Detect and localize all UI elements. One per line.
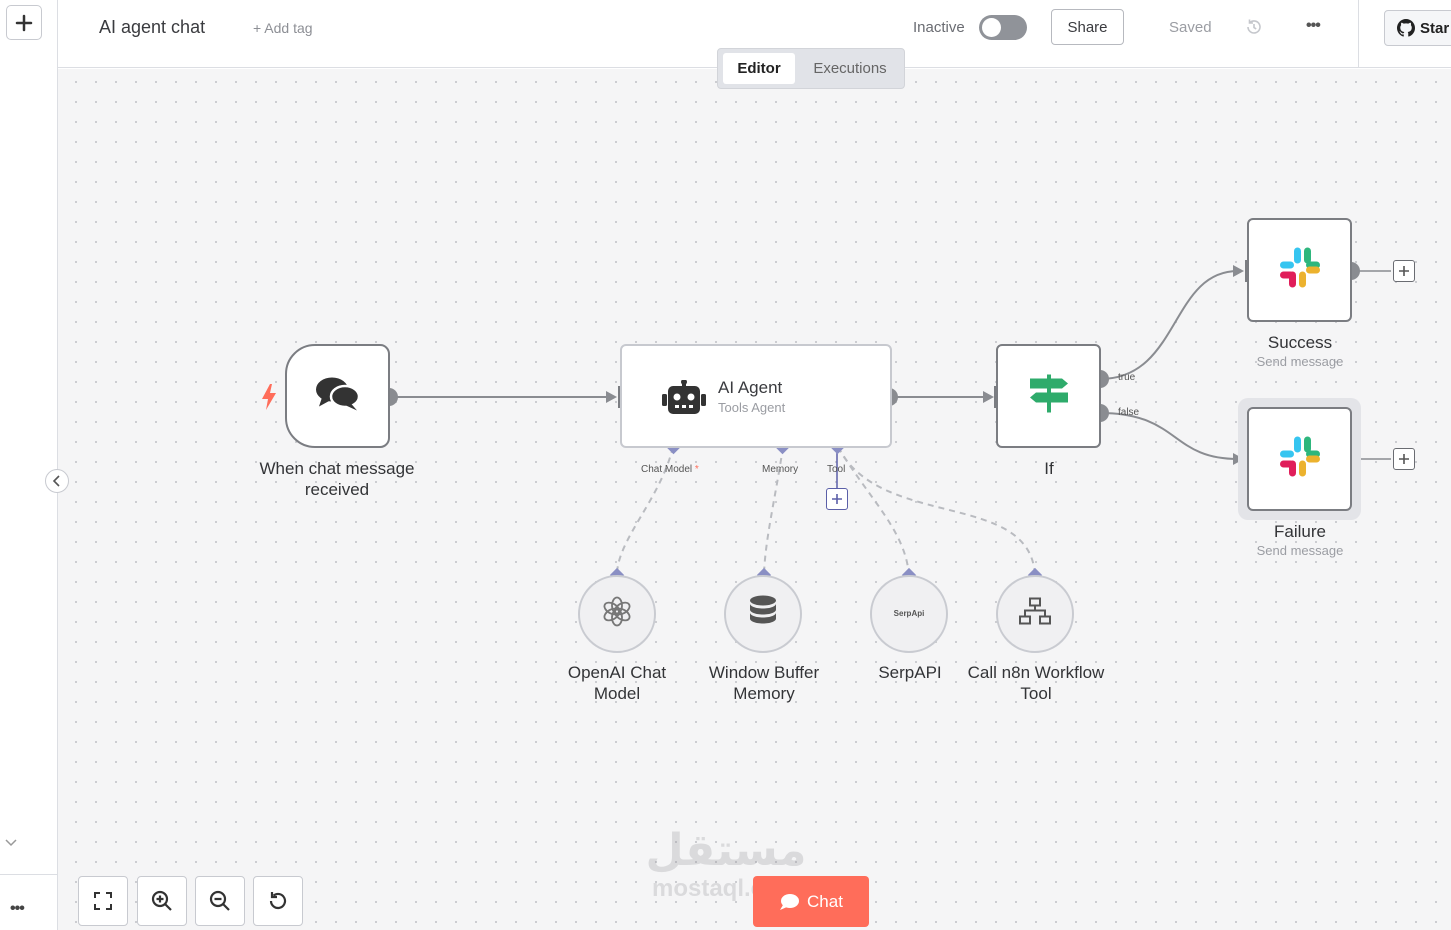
- status-label: Inactive: [913, 19, 965, 36]
- chat-bubble-icon: [780, 893, 800, 910]
- database-icon: [749, 595, 777, 633]
- chat-button-label: Chat: [807, 891, 843, 911]
- node-label-openai: OpenAI Chat Model: [567, 663, 667, 703]
- node-openai-chat-model[interactable]: [578, 575, 656, 653]
- node-label-if: If: [1044, 459, 1054, 478]
- agent-subtitle: Tools Agent: [718, 400, 786, 415]
- node-label-serpapi: SerpAPI: [878, 663, 942, 682]
- rail-divider: [0, 874, 58, 875]
- zoom-in-icon: [151, 890, 172, 911]
- chevron-down-icon[interactable]: [4, 836, 18, 850]
- add-tool-button[interactable]: [826, 488, 848, 510]
- node-label-chat-trigger: When chat message received: [259, 459, 415, 499]
- node-label-success: Success: [1267, 333, 1333, 352]
- chevron-left-icon: [52, 475, 60, 487]
- node-window-buffer-memory[interactable]: [724, 575, 802, 653]
- more-actions-icon[interactable]: •••: [1306, 17, 1321, 34]
- sitemap-icon: [1019, 597, 1051, 631]
- workflow-canvas[interactable]: [58, 69, 1451, 930]
- saved-status: Saved: [1169, 19, 1212, 36]
- node-chat-trigger[interactable]: [285, 344, 390, 448]
- github-icon: [1397, 19, 1415, 37]
- node-label-workflow-tool: Call n8n Workflow Tool: [967, 663, 1105, 703]
- reset-zoom-button[interactable]: [253, 876, 303, 926]
- fit-view-button[interactable]: [78, 876, 128, 926]
- slack-icon: [1278, 435, 1322, 484]
- header-divider: [1358, 0, 1359, 68]
- activate-toggle[interactable]: [979, 15, 1027, 40]
- toggle-knob: [982, 18, 1001, 37]
- zoom-out-button[interactable]: [195, 876, 245, 926]
- openai-icon: [601, 596, 633, 633]
- handle-label-tool: Tool: [827, 464, 846, 475]
- handle-label-chat-model: Chat Model *: [641, 464, 699, 475]
- zoom-out-icon: [209, 890, 230, 911]
- more-options-icon[interactable]: •••: [10, 900, 25, 917]
- add-tag-link[interactable]: + Add tag: [253, 20, 313, 36]
- plus-icon: [1399, 454, 1409, 464]
- node-sublabel-failure: Send message: [1256, 543, 1344, 558]
- tab-editor[interactable]: Editor: [723, 53, 795, 84]
- reset-zoom-icon: [269, 892, 287, 910]
- if-true-label: true: [1118, 372, 1136, 383]
- zoom-in-button[interactable]: [137, 876, 187, 926]
- lightning-bolt-icon: [261, 384, 277, 415]
- signpost-icon: [1028, 373, 1070, 420]
- node-failure[interactable]: [1247, 407, 1352, 511]
- plus-icon: [15, 14, 33, 31]
- success-add-button[interactable]: [1393, 260, 1415, 282]
- star-label: Star: [1420, 19, 1450, 37]
- node-success[interactable]: [1247, 218, 1352, 322]
- fit-view-icon: [94, 892, 112, 910]
- chat-bubbles-icon: [315, 376, 360, 417]
- watermark-arabic: مستقل: [645, 826, 807, 875]
- plus-icon: [832, 494, 842, 504]
- collapse-sidebar-button[interactable]: [45, 469, 69, 493]
- node-ai-agent[interactable]: AI Agent Tools Agent: [620, 344, 892, 448]
- add-node-button[interactable]: [6, 5, 42, 40]
- handle-label-memory: Memory: [762, 464, 799, 475]
- if-false-label: false: [1118, 407, 1140, 418]
- history-icon[interactable]: [1244, 17, 1264, 37]
- workflow-name[interactable]: AI agent chat: [99, 17, 206, 37]
- left-sidebar: •••: [0, 0, 58, 930]
- node-sublabel-success: Send message: [1256, 354, 1344, 369]
- share-button[interactable]: Share: [1051, 9, 1124, 45]
- view-tabs: Editor Executions: [717, 48, 905, 89]
- robot-icon: [662, 379, 706, 421]
- failure-add-button[interactable]: [1393, 448, 1415, 470]
- github-star-button[interactable]: Star: [1384, 10, 1451, 46]
- agent-title: AI Agent: [718, 378, 783, 397]
- tab-executions[interactable]: Executions: [813, 60, 887, 77]
- node-serpapi[interactable]: SerpApi: [870, 575, 948, 653]
- plus-icon: [1399, 266, 1409, 276]
- node-label-memory: Window Buffer Memory: [708, 663, 820, 703]
- node-label-failure: Failure: [1274, 522, 1326, 541]
- node-call-workflow-tool[interactable]: [996, 575, 1074, 653]
- node-if[interactable]: [996, 344, 1101, 448]
- open-chat-button[interactable]: Chat: [753, 876, 869, 927]
- serpapi-logo: SerpApi: [893, 609, 925, 618]
- slack-icon: [1278, 246, 1322, 295]
